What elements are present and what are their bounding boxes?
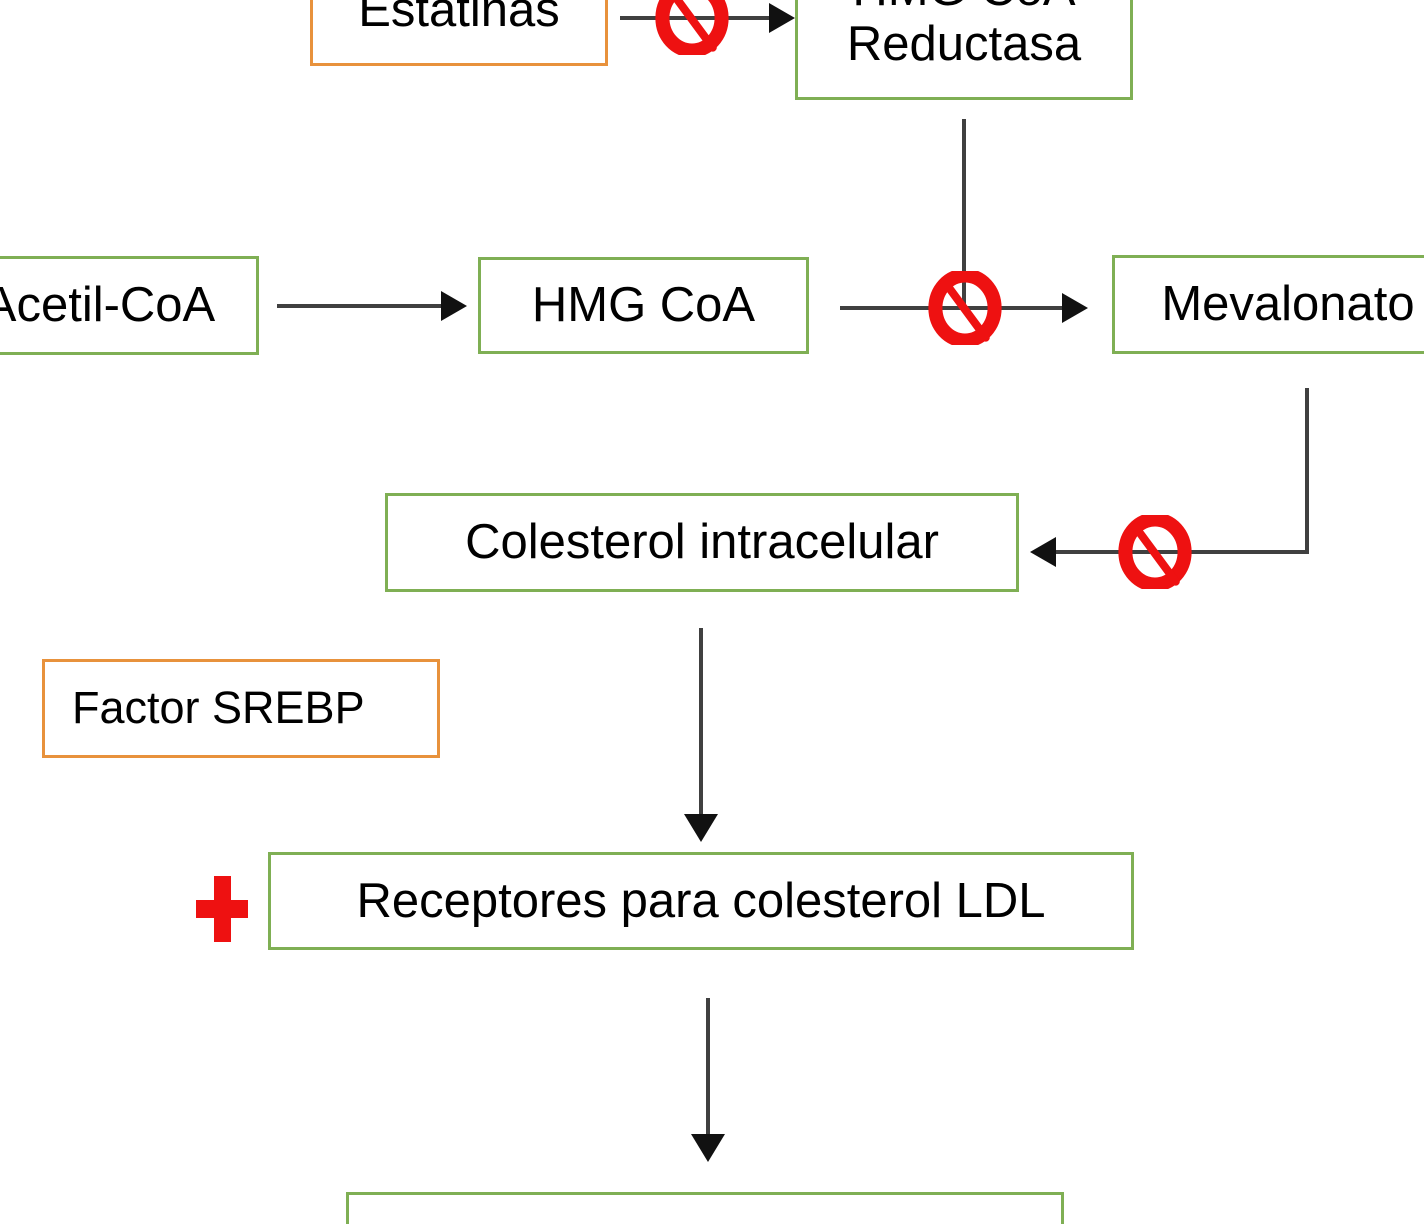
node-colesterol-intracelular: Colesterol intracelular: [385, 493, 1019, 592]
node-factor-srebp-label: Factor SREBP: [72, 682, 365, 734]
arrow-left-icon-colesterol: [1030, 537, 1056, 567]
node-estatinas-label: Estatinas: [358, 0, 560, 37]
edge-colesterol-to-receptores-line: [699, 628, 703, 816]
arrow-right-icon-acetil: [441, 291, 467, 321]
no-entry-icon-colesterol: [0, 0, 1192, 589]
arrow-right-icon-estatinas: [769, 3, 795, 33]
edge-hmgcoa-to-mevalonato-line: [840, 306, 1064, 310]
node-hmg-coa-reductasa-label: HMG CoA Reductasa: [846, 0, 1082, 71]
arrow-down-icon-bottom: [691, 1134, 725, 1162]
node-bottom-partial: [346, 1192, 1064, 1224]
edge-acetil-to-hmgcoa-line: [277, 304, 441, 308]
node-acetil-coa-label: Acetil-CoA: [0, 278, 216, 333]
node-estatinas: Estatinas: [310, 0, 608, 66]
no-entry-icon-estatinas: [0, 0, 729, 74]
edge-mevalonato-elbow-vertical: [1305, 388, 1309, 554]
edge-receptores-to-bottom-line: [706, 998, 710, 1136]
node-receptores-ldl-label: Receptores para colesterol LDL: [356, 873, 1046, 928]
arrow-down-icon-receptores: [684, 814, 718, 842]
edge-estatinas-to-reductasa-line: [620, 16, 785, 20]
node-hmg-coa: HMG CoA: [478, 257, 809, 354]
node-mevalonato-label: Mevalonato: [1161, 277, 1415, 332]
node-hmg-coa-label: HMG CoA: [531, 278, 756, 333]
node-receptores-ldl: Receptores para colesterol LDL: [268, 852, 1134, 950]
arrow-right-icon-mevalonato: [1062, 293, 1088, 323]
node-hmg-coa-reductasa: HMG CoA Reductasa: [795, 0, 1133, 100]
node-mevalonato: Mevalonato: [1112, 255, 1424, 354]
plus-icon-activation: [196, 876, 248, 942]
node-acetil-coa: Acetil-CoA: [0, 256, 259, 355]
edge-reductasa-catalysis-line: [962, 119, 966, 309]
node-colesterol-intracelular-label: Colesterol intracelular: [465, 515, 939, 570]
node-factor-srebp: Factor SREBP: [42, 659, 440, 758]
no-entry-icon-mevalonato: [0, 0, 1002, 345]
